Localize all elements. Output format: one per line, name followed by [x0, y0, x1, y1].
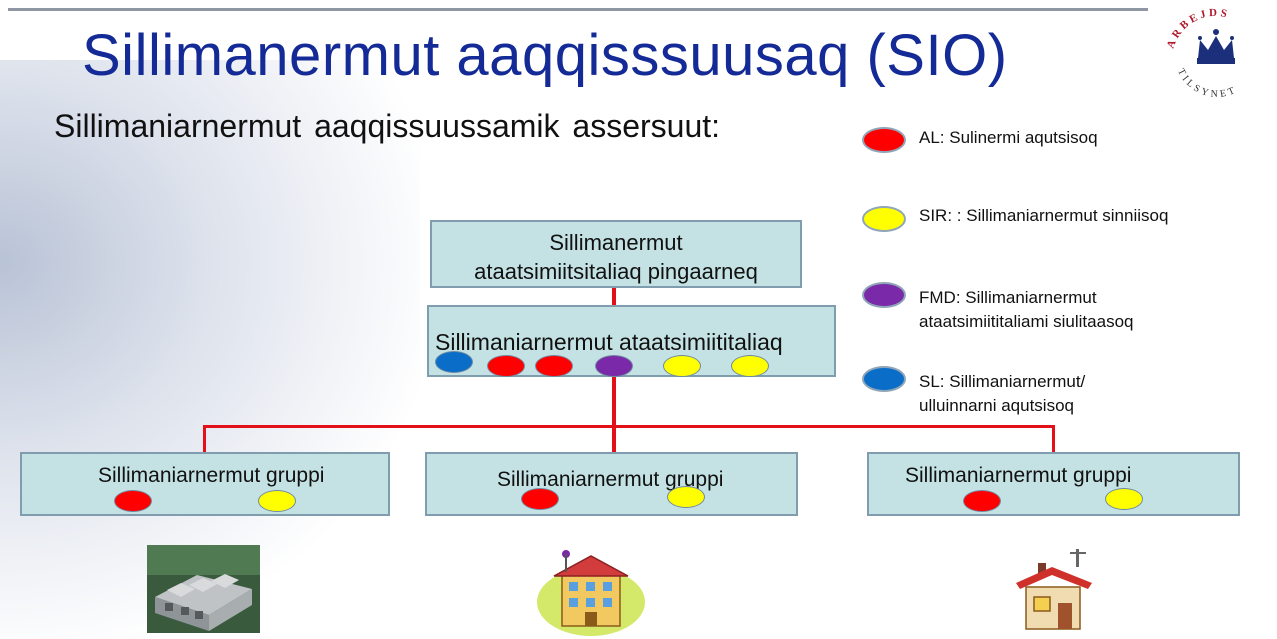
- factory-icon: [147, 545, 260, 633]
- legend-dot-blue: [862, 366, 906, 392]
- svg-text:TILSYNET: TILSYNET: [1175, 67, 1239, 100]
- arbejdstilsynet-logo: ARBEJDS TILSYNET: [1165, 7, 1239, 100]
- slide-subtitle: Sillimaniarnermut aaqqissuussamik assers…: [54, 108, 721, 144]
- legend-text-fmd-line2: ataatsimiititaliami siulitaasoq: [919, 312, 1134, 331]
- member-dot-yellow: [1105, 488, 1143, 510]
- member-dot-yellow: [663, 355, 701, 377]
- connector-mid-bus: [612, 377, 616, 427]
- safety-group-label: Sillimaniarnermut gruppi: [905, 464, 1132, 487]
- background-gradient: [0, 60, 420, 639]
- main-committee-line2: ataatsimiitsitaliaq pingaarneq: [474, 259, 758, 284]
- safety-committee-box: Sillimaniarnermut ataatsimiititaliaq: [427, 305, 836, 377]
- legend-text-sir: SIR: : Sillimaniarnermut sinniisoq: [919, 206, 1169, 225]
- legend-dot-red: [862, 127, 906, 153]
- member-dot-red: [521, 488, 559, 510]
- member-dot-red: [114, 490, 152, 512]
- member-dot-red: [535, 355, 573, 377]
- connector-bus-center: [612, 425, 616, 453]
- legend-dot-yellow: [862, 206, 906, 232]
- house-icon: [1016, 549, 1092, 630]
- member-dot-yellow: [258, 490, 296, 512]
- legend-text-sl-line2: ulluinnarni aqutsisoq: [919, 396, 1074, 415]
- safety-group-box-3: Sillimaniarnermut gruppi: [867, 452, 1240, 516]
- svg-text:ARBEJDS: ARBEJDS: [1165, 7, 1231, 50]
- logo-arc-text: ARBEJDS: [1165, 7, 1228, 50]
- safety-group-label: Sillimaniarnermut gruppi: [98, 464, 325, 487]
- legend-text-fmd: FMD: Sillimaniarnermut ataatsimiititalia…: [919, 286, 1133, 334]
- legend-text-fmd-line1: FMD: Sillimaniarnermut: [919, 288, 1097, 307]
- safety-group-box-1: Sillimaniarnermut gruppi: [20, 452, 390, 516]
- member-dot-yellow: [731, 355, 769, 377]
- crown-icon: [1197, 29, 1235, 64]
- legend-text-al: AL: Sulinermi aqutsisoq: [919, 128, 1098, 147]
- member-dot-yellow: [667, 486, 705, 508]
- legend-text-sl-line1: SL: Sillimaniarnermut/: [919, 372, 1086, 391]
- safety-group-label: Sillimaniarnermut gruppi: [497, 468, 724, 491]
- member-dot-red: [487, 355, 525, 377]
- legend-dot-purple: [862, 282, 906, 308]
- main-committee-line1: Sillimanermut: [549, 230, 683, 255]
- logo-bottom-text: TILSYNET: [1175, 67, 1236, 100]
- slide-title: Sillimanermut aaqqisssuusaq (SIO): [82, 23, 1008, 88]
- top-rule: [8, 8, 1148, 11]
- member-dot-blue: [435, 351, 473, 373]
- connector-bus-right: [1052, 425, 1055, 453]
- member-dot-purple: [595, 355, 633, 377]
- main-safety-committee-box: Sillimanermut ataatsimiitsitaliaq pingaa…: [430, 220, 802, 288]
- connector-bus-horizontal: [203, 425, 1055, 428]
- connector-bus-left: [203, 425, 206, 453]
- school-building-icon: [537, 550, 645, 636]
- safety-group-box-2: Sillimaniarnermut gruppi: [425, 452, 798, 516]
- safety-committee-label: Sillimaniarnermut ataatsimiititaliaq: [435, 329, 783, 355]
- legend-text-sl: SL: Sillimaniarnermut/ ulluinnarni aquts…: [919, 370, 1085, 418]
- connector-top-mid: [612, 287, 616, 307]
- member-dot-red: [963, 490, 1001, 512]
